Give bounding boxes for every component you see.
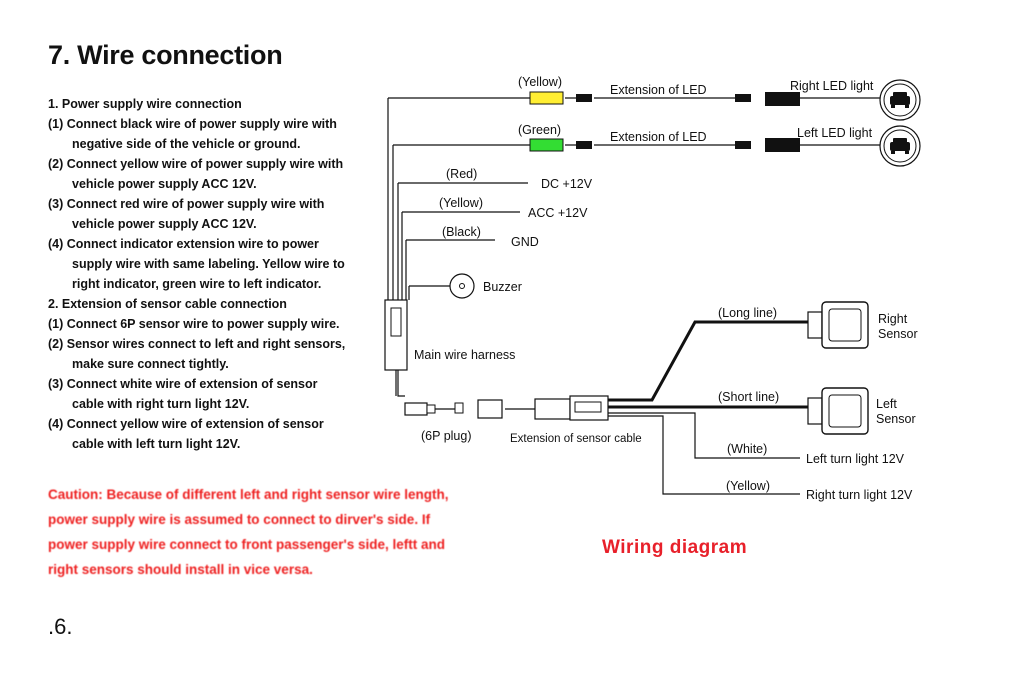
instruction-line: (1) Connect 6P sensor wire to power supp… bbox=[48, 317, 340, 331]
label-short-line: (Short line) bbox=[718, 390, 779, 404]
yellow-led-connector bbox=[529, 91, 564, 105]
instruction-line: (2) Connect yellow wire of power supply … bbox=[48, 157, 344, 171]
led-ext-plug-bottom-left bbox=[576, 141, 592, 149]
label-gnd: GND bbox=[511, 235, 539, 249]
led-ext-plug-bottom-right bbox=[735, 141, 751, 149]
label-main-harness: Main wire harness bbox=[414, 348, 515, 362]
instruction-line: (4) Connect indicator extension wire to … bbox=[48, 237, 319, 251]
instruction-line: (4) Connect yellow wire of extension of … bbox=[48, 417, 324, 431]
instruction-line: (3) Connect red wire of power supply wir… bbox=[48, 197, 325, 211]
label-black-wire: (Black) bbox=[442, 225, 481, 239]
instruction-line: make sure connect tightly. bbox=[72, 357, 229, 371]
label-right-led: Right LED light bbox=[790, 79, 874, 93]
label-right-sensor-2: Sensor bbox=[878, 327, 918, 341]
instruction-line: vehicle power supply ACC 12V. bbox=[72, 177, 257, 191]
label-acc12v: ACC +12V bbox=[528, 206, 588, 220]
right-led-connector bbox=[765, 92, 800, 106]
wire-black bbox=[405, 239, 495, 300]
instruction-line: supply wire with same labeling. Yellow w… bbox=[72, 257, 345, 271]
label-left-sensor-1: Left bbox=[876, 397, 897, 411]
label-led-ext-top: Extension of LED bbox=[610, 83, 707, 97]
label-buzzer: Buzzer bbox=[483, 280, 522, 294]
caution-line: power supply wire connect to front passe… bbox=[48, 537, 446, 552]
wire-green-led bbox=[392, 144, 530, 300]
6p-plug-female bbox=[454, 402, 464, 414]
wire-red bbox=[397, 182, 528, 300]
label-yellow-acc-wire: (Yellow) bbox=[439, 196, 483, 210]
page-title: 7. Wire connection bbox=[48, 40, 283, 70]
label-white-wire: (White) bbox=[727, 442, 767, 456]
label-left-sensor-2: Sensor bbox=[876, 412, 916, 426]
label-left-turn: Left turn light 12V bbox=[806, 452, 905, 466]
label-yellow-led: (Yellow) bbox=[518, 75, 562, 89]
right-sensor-icon bbox=[807, 301, 869, 349]
wire-yellow-turn bbox=[608, 415, 800, 495]
6p-plug-male bbox=[404, 402, 428, 416]
label-long-line: (Long line) bbox=[718, 306, 777, 320]
sensor-ext-block bbox=[534, 398, 571, 420]
caution-line: Caution: Because of different left and r… bbox=[48, 487, 449, 502]
instruction-line: right indicator, green wire to left indi… bbox=[72, 277, 322, 291]
instruction-line: (1) Connect black wire of power supply w… bbox=[48, 117, 337, 131]
left-led-connector bbox=[765, 138, 800, 152]
label-led-ext-bottom: Extension of LED bbox=[610, 130, 707, 144]
instruction-list: 1. Power supply wire connection (1) Conne… bbox=[48, 94, 368, 454]
instruction-line: (2) Sensor wires connect to left and rig… bbox=[48, 337, 346, 351]
label-right-sensor-1: Right bbox=[878, 312, 908, 326]
instruction-line: negative side of the vehicle or ground. bbox=[72, 137, 301, 151]
page-number: .6. bbox=[48, 614, 73, 639]
cable-long bbox=[608, 320, 808, 402]
instruction-line: vehicle power supply ACC 12V. bbox=[72, 217, 257, 231]
left-led-light-icon bbox=[879, 125, 921, 167]
instruction-line: cable with right turn light 12V. bbox=[72, 397, 250, 411]
label-green-led: (Green) bbox=[518, 123, 561, 137]
instruction-line: 1. Power supply wire connection bbox=[48, 97, 242, 111]
green-led-connector bbox=[529, 138, 564, 152]
caution-line: right sensors should install in vice ver… bbox=[48, 562, 313, 577]
right-led-light-icon bbox=[879, 79, 921, 121]
instruction-line: cable with left turn light 12V. bbox=[72, 437, 241, 451]
instruction-line: (3) Connect white wire of extension of s… bbox=[48, 377, 318, 391]
label-sensor-ext-cable: Extension of sensor cable bbox=[510, 433, 642, 445]
wire-yellow-acc bbox=[401, 211, 520, 300]
label-yellow-turn-wire: (Yellow) bbox=[726, 479, 770, 493]
label-dc12v: DC +12V bbox=[541, 177, 593, 191]
label-6p-plug: (6P plug) bbox=[421, 429, 472, 443]
buzzer-icon bbox=[449, 273, 475, 299]
wire-white-turn bbox=[608, 412, 800, 459]
label-left-led: Left LED light bbox=[797, 126, 873, 140]
label-red-wire: (Red) bbox=[446, 167, 477, 181]
diagram-title: Wiring diagram bbox=[602, 537, 747, 558]
instruction-line: 2. Extension of sensor cable connection bbox=[48, 297, 287, 311]
led-ext-plug-top-right bbox=[735, 94, 751, 102]
wire-buzzer bbox=[408, 285, 450, 300]
label-right-turn: Right turn light 12V bbox=[806, 488, 913, 502]
caution-note: Caution: Because of different left and r… bbox=[48, 482, 488, 582]
led-ext-plug-top-left bbox=[576, 94, 592, 102]
left-sensor-icon bbox=[807, 387, 869, 435]
caution-line: power supply wire is assumed to connect … bbox=[48, 512, 431, 527]
